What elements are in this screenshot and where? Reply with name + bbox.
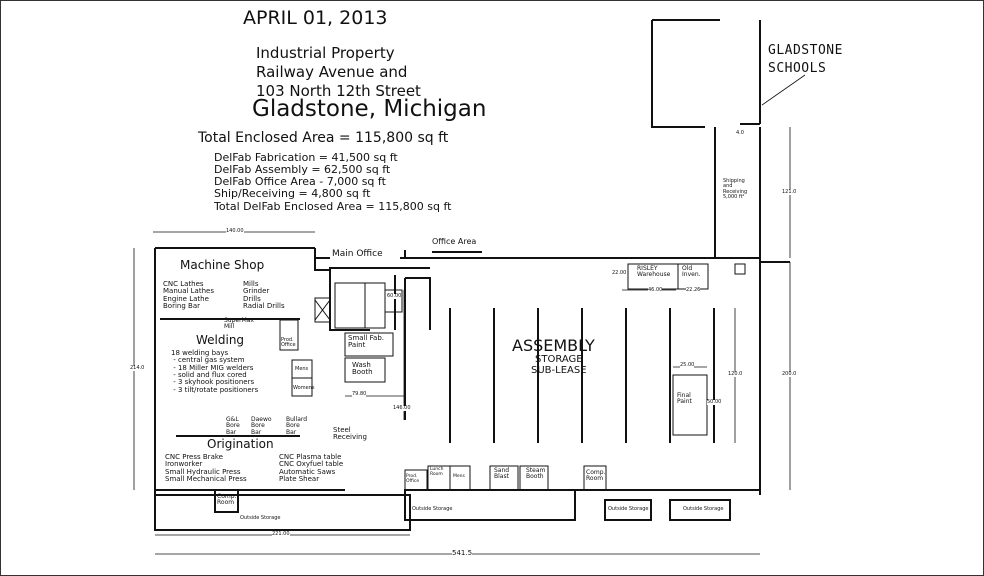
mens-label: Mens [295, 366, 309, 372]
neighbor-label-line2: SCHOOLS [768, 61, 827, 76]
machine-shop-label: Machine Shop [180, 258, 265, 272]
dimension-221: 221.00 [272, 531, 290, 537]
assembly-label: ASSEMBLY [512, 336, 595, 355]
dimension-214: 214.0 [130, 365, 145, 371]
comp-room-right-label: Comp. Room [586, 469, 606, 483]
address-line-1: Industrial Property [256, 44, 395, 62]
neighbor-label-line1: GLADSTONE [768, 43, 843, 58]
outside-storage-3-label: Outside Storage [683, 506, 724, 512]
area-office: DelFab Office Area - 7,000 sq ft [214, 175, 386, 188]
dimension-22: 22.00 [612, 270, 627, 276]
prod-office-bottom-label: Prod. Office [406, 474, 420, 484]
small-fab-paint-label: Small Fab. Paint [348, 334, 385, 350]
area-assembly: DelFab Assembly = 62,500 sq ft [214, 163, 391, 176]
supermax-label: SuperMax Mill [224, 317, 254, 331]
dimension-146: 146.00 [393, 405, 411, 411]
origination-list-right: CNC Plasma table CNC Oxyfuel table Autom… [279, 453, 344, 484]
area-total: Total DelFab Enclosed Area = 115,800 sq … [214, 200, 452, 213]
welding-list: 18 welding bays - central gas system - 1… [171, 349, 259, 394]
wash-booth-label: Wash Booth [352, 361, 373, 377]
city-title: Gladstone, Michigan [252, 96, 487, 122]
dimension-50: 50.00 [707, 399, 722, 405]
outside-storage-2-label: Outside Storage [608, 506, 649, 512]
machine-list-right: Mills Grinder Drills Radial Drills [243, 280, 285, 311]
outside-storage-left-label: Outside Storage [240, 515, 281, 521]
mens-bottom-label: Mens [453, 474, 465, 479]
total-area: Total Enclosed Area = 115,800 sq ft [198, 130, 449, 146]
main-office-label: Main Office [332, 249, 383, 259]
storage-label: STORAGE [535, 354, 583, 365]
area-shipping: Ship/Receiving = 4,800 sq ft [214, 187, 371, 200]
dimension-200: 200.0 [782, 371, 797, 377]
comp-room-left-label: Comp. Room [217, 493, 237, 507]
prod-office-label: Prod. Office [281, 337, 296, 349]
drawing-date: APRIL 01, 2013 [243, 7, 388, 29]
steel-receiving-label: Steel Receiving [333, 426, 367, 442]
origination-list-left: CNC Press Brake Ironworker Small Hydraul… [165, 453, 247, 484]
sublease-label: SUB-LEASE [531, 365, 587, 376]
address-line-2: Railway Avenue and [256, 63, 408, 81]
womens-label: Womens [293, 385, 315, 391]
dimension-120: 120.0 [728, 371, 743, 377]
welding-label: Welding [196, 333, 245, 347]
area-fabrication: DelFab Fabrication = 41,500 sq ft [214, 151, 398, 164]
dimension-541: 541.5 [452, 549, 473, 557]
old-inventory-label: Old Inven. [682, 265, 701, 279]
dimension-22-26: 22.26 [686, 287, 701, 293]
daewo-bore-bar-label: Daewo Bore Bar [251, 416, 272, 436]
dimension-140: 140.00 [226, 228, 244, 234]
dimension-60: 60.00 [387, 293, 402, 299]
dimension-4: 4.0 [736, 130, 744, 136]
lunch-room-label: Lunch Room [430, 467, 444, 477]
shipping-receiving-label: Shipping and Receiving 5,000 ft² [723, 178, 748, 200]
bullard-bore-bar-label: Bullard Bore Bar [286, 416, 308, 436]
gl-bore-bar-label: G&L Bore Bar [226, 416, 240, 436]
office-area-label: Office Area [432, 237, 477, 246]
sand-blast-label: Sand Blast [494, 467, 510, 481]
origination-label: Origination [207, 437, 274, 451]
final-paint-label: Final Paint [677, 392, 692, 406]
dimension-46: 46.00 [648, 287, 663, 293]
steam-booth-label: Steam Booth [526, 467, 546, 481]
dimension-121: 121.0 [782, 189, 797, 195]
dimension-79: 79.80 [352, 391, 367, 397]
dimension-25: 25.00 [680, 362, 695, 368]
address-line-3: 103 North 12th Street [256, 82, 421, 100]
outside-storage-1-label: Outside Storage [412, 506, 453, 512]
risley-warehouse-label: RISLEY Warehouse [637, 265, 671, 279]
machine-list-left: CNC Lathes Manual Lathes Engine Lathe Bo… [163, 280, 214, 311]
